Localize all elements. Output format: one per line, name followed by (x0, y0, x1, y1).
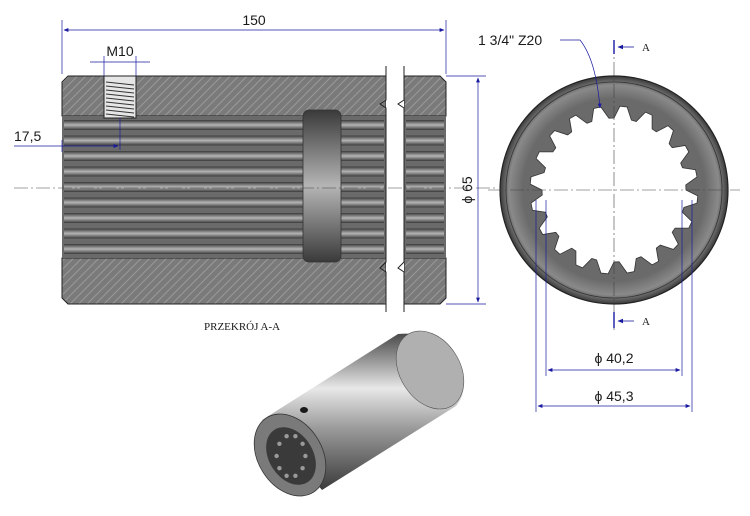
dim-spline-label: 1 3/4" Z20 (478, 32, 542, 48)
dim-outer-diameter-label: ϕ 65 (459, 176, 475, 204)
render-spline-tooth (277, 441, 282, 446)
dim-length: 150 (61, 12, 447, 74)
dim-inner-diameter-2: ϕ 45,3 (535, 200, 693, 412)
dim-inner-diameter-1-label: ϕ 40,2 (595, 350, 634, 366)
thread-line (105, 81, 135, 86)
spline-groove (406, 135, 444, 146)
dim-spline: 1 3/4" Z20 (478, 32, 602, 109)
render-spline-tooth (293, 434, 298, 439)
cylinder-far-end (395, 330, 465, 410)
isometric-render (253, 330, 465, 497)
dim-thread: M10 (90, 43, 150, 76)
radial-hole (300, 407, 308, 413)
spline-groove (64, 244, 384, 254)
section-caption: PRZEKRÓJ A-A (204, 321, 280, 333)
spline-groove (64, 197, 384, 208)
thread-line (105, 85, 135, 90)
render-spline-tooth (284, 434, 289, 439)
spline-groove (64, 135, 384, 146)
spline-groove (64, 228, 384, 239)
render-spline-tooth (303, 453, 308, 459)
near-end-bore (266, 427, 316, 485)
render-spline-tooth (284, 473, 289, 478)
spline-groove (406, 228, 444, 239)
top-wall-right (403, 75, 447, 117)
end-view (488, 40, 740, 330)
dim-outer-diameter: ϕ 65 (446, 75, 486, 305)
spline-groove (64, 120, 384, 130)
bottom-wall-left (61, 257, 387, 305)
thread-line (105, 89, 135, 94)
render-spline-tooth (293, 473, 298, 478)
spline-groove (406, 182, 444, 192)
render-spline-tooth (274, 453, 279, 459)
dim-length-label: 150 (242, 12, 266, 28)
spline-groove (64, 182, 384, 192)
render-spline-tooth (300, 441, 305, 446)
break-line-left (379, 66, 387, 312)
thread-line (105, 109, 135, 114)
thread-line (105, 101, 135, 106)
render-spline-tooth (277, 466, 282, 471)
thread-line (105, 105, 135, 110)
threaded-hole (103, 75, 137, 119)
spline-groove (406, 166, 444, 177)
dim-offset-label: 17,5 (14, 128, 41, 144)
dim-inner-diameter-2-label: ϕ 45,3 (595, 388, 634, 404)
thread-line (105, 97, 135, 102)
spline-grooves (64, 120, 444, 254)
render-splines (274, 434, 308, 478)
spline-groove (406, 197, 444, 208)
dim-thread-label: M10 (106, 43, 133, 59)
dim-offset: 17,5 (14, 118, 121, 152)
spline-groove (64, 213, 384, 223)
thread-line (105, 113, 135, 118)
break-line-right (397, 66, 405, 312)
section-marker-top: A (613, 40, 650, 54)
spline-groove (406, 120, 444, 130)
spline-groove (64, 151, 384, 161)
spline-groove (406, 244, 444, 254)
section-view (14, 66, 496, 312)
bottom-wall-right (403, 257, 447, 305)
break-gap (386, 66, 404, 312)
section-marker-bottom: A (613, 312, 650, 328)
dim-inner-diameter-1: ϕ 40,2 (545, 200, 683, 376)
marker-bottom-label: A (642, 316, 650, 328)
annular-groove (302, 109, 342, 263)
render-spline-tooth (300, 466, 305, 471)
thread-line (105, 93, 135, 98)
spline-groove (406, 151, 444, 161)
marker-top-label: A (642, 42, 650, 54)
spline-groove (406, 213, 444, 223)
spline-groove (64, 166, 384, 177)
